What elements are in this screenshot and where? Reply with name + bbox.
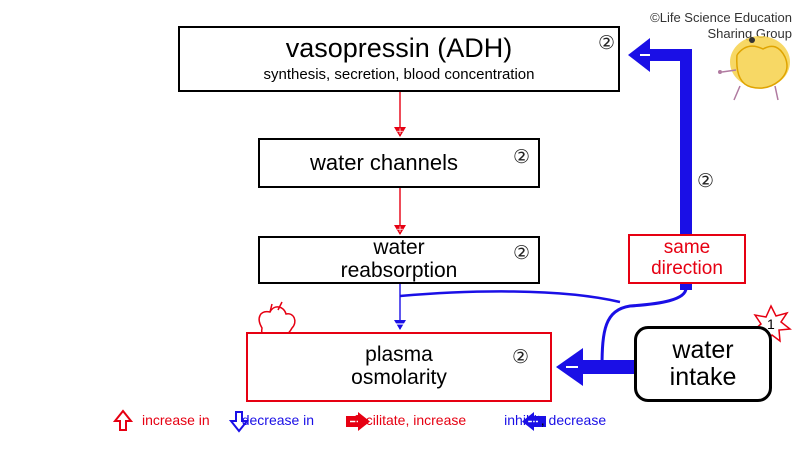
loop-marker: ② (697, 170, 715, 192)
intake-marker: 1 (767, 316, 775, 332)
channels-title: water channels (310, 150, 458, 176)
reabsorption-box: water reabsorption (258, 236, 540, 284)
left-arrow-icon (522, 412, 546, 431)
legend-decrease: decrease in (241, 412, 315, 428)
same-direction-box: same direction (628, 234, 746, 284)
intake-to-plasma-arrow (556, 348, 636, 386)
adh-marker: ② (598, 32, 616, 54)
intake-line-2: intake (669, 363, 737, 391)
legend: increase in decrease in facilitate, incr… (120, 412, 616, 428)
intake-box: water intake (634, 326, 772, 402)
reabsorption-line-1: water (373, 236, 425, 260)
legend-inhibit-prefix: inhibit (504, 412, 541, 428)
channels-marker: ② (513, 146, 531, 168)
legend-facilitate: facilitate, increase (354, 412, 467, 428)
legend-inhibit-sep: , (540, 412, 549, 428)
legend-increase: increase in (142, 412, 210, 428)
adh-title: vasopressin (ADH) (285, 33, 513, 64)
credit-line-1: ©Life Science Education (650, 10, 792, 25)
legend-inhibit-suffix: decrease (548, 412, 607, 428)
feedback-loop (399, 38, 692, 369)
connector-channels-to-reabsorption: + (394, 188, 406, 235)
adh-subtitle: synthesis, secretion, blood concentratio… (263, 66, 535, 84)
down-arrow-icon (228, 411, 250, 433)
reabsorption-line-2: reabsorption (340, 259, 458, 282)
adh-box: vasopressin (ADH) synthesis, secretion, … (178, 26, 620, 92)
right-arrow-icon (346, 412, 370, 431)
intake-line-1: water (672, 336, 734, 364)
plasma-line-1: plasma (365, 343, 433, 367)
plasma-box: plasma osmolarity (246, 332, 552, 402)
connector-adh-to-channels: + (394, 90, 406, 137)
plasma-marker: ② (512, 346, 530, 368)
svg-text:+: + (396, 225, 404, 235)
plasma-line-2: osmolarity (351, 366, 447, 389)
same-direction-line-2: direction (651, 258, 723, 279)
same-direction-line-1: same (663, 237, 711, 259)
up-arrow-icon (112, 409, 134, 431)
starburst-icon (751, 304, 792, 345)
svg-text:+: + (396, 127, 404, 137)
legend-inhibit: inhibit, decrease (504, 412, 606, 428)
connector-reabsorption-to-plasma (394, 283, 406, 330)
reabsorption-marker: ② (513, 242, 531, 264)
channels-box: water channels (258, 138, 540, 188)
